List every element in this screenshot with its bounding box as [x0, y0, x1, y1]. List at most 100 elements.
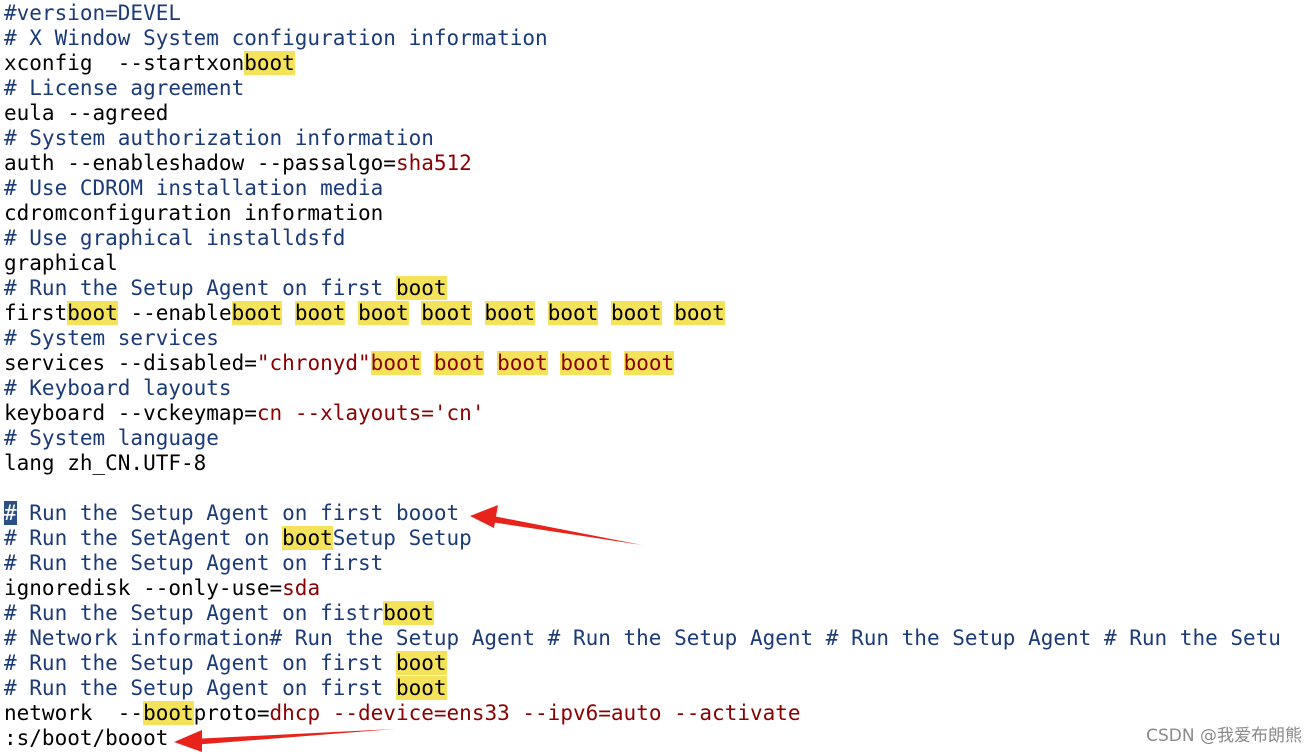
- search-highlight: boot: [421, 301, 472, 325]
- text-segment: [421, 351, 434, 375]
- search-highlight: boot: [395, 651, 447, 675]
- search-highlight: boot: [547, 301, 599, 325]
- editor-line: keyboard --vckeymap=cn --xlayouts='cn': [4, 401, 1316, 426]
- text-segment: # X Window System configuration informat…: [4, 26, 548, 50]
- text-segment: first: [4, 301, 68, 325]
- text-segment: sda: [282, 576, 321, 600]
- text-segment: cdromconfiguration information: [4, 201, 384, 225]
- text-segment: [409, 301, 422, 325]
- text-segment: sha512: [395, 151, 472, 175]
- text-segment: # Run the Setup Agent on fistr: [4, 601, 384, 625]
- search-highlight: boot: [358, 301, 409, 325]
- editor-line: # Keyboard layouts: [4, 376, 1316, 401]
- editor-line: # Run the SetAgent on bootSetup Setup: [4, 526, 1316, 551]
- text-segment: [345, 301, 358, 325]
- text-segment: --enable: [117, 301, 232, 325]
- text-segment: # Use CDROM installation media: [4, 176, 384, 200]
- editor-line: auth --enableshadow --passalgo=sha512: [4, 151, 1316, 176]
- editor-line: ignoredisk --only-use=sda: [4, 576, 1316, 601]
- editor-line: cdromconfiguration information: [4, 201, 1316, 226]
- text-segment: 'cn': [433, 401, 485, 425]
- editor-line: eula --agreed: [4, 101, 1316, 126]
- text-segment: # Run the SetAgent on: [4, 526, 283, 550]
- text-segment: --xlayouts=: [282, 401, 434, 425]
- text-segment: # Run the Setup Agent on first: [4, 651, 396, 675]
- text-segment: --ipv6=: [509, 701, 611, 725]
- editor-line: # Run the Setup Agent on first boot: [4, 276, 1316, 301]
- editor-line: # Network information# Run the Setup Age…: [4, 626, 1316, 651]
- text-segment: graphical: [4, 251, 118, 275]
- text-segment: #version=DEVEL: [4, 1, 182, 25]
- search-highlight: boot: [497, 351, 548, 375]
- search-highlight: boot: [560, 351, 611, 375]
- text-segment: keyboard --vckeymap=: [4, 401, 257, 425]
- text-segment: auto: [610, 701, 662, 725]
- search-highlight: boot: [395, 676, 447, 700]
- text-segment: services --disabled=: [4, 351, 257, 375]
- text-segment: [662, 301, 675, 325]
- search-highlight: boot: [231, 301, 283, 325]
- editor-line: graphical: [4, 251, 1316, 276]
- search-highlight: boot: [294, 301, 346, 325]
- text-segment: # Use graphical installdsfd: [4, 226, 346, 250]
- text-segment: # System services: [4, 326, 219, 350]
- text-segment: network --: [4, 701, 144, 725]
- editor-line: # Run the Setup Agent on first boot: [4, 651, 1316, 676]
- text-segment: dhcp: [269, 701, 321, 725]
- editor-line: # Use graphical installdsfd: [4, 226, 1316, 251]
- text-segment: proto=: [193, 701, 270, 725]
- text-segment: # Network information# Run the Setup Age…: [4, 626, 1281, 650]
- editor-line: # System services: [4, 326, 1316, 351]
- search-highlight: boot: [623, 351, 675, 375]
- text-segment: # Keyboard layouts: [4, 376, 232, 400]
- search-highlight: boot: [67, 301, 118, 325]
- text-segment: # Run the Setup Agent on first: [4, 276, 396, 300]
- search-highlight: boot: [244, 51, 295, 75]
- search-highlight: boot: [383, 601, 434, 625]
- watermark: CSDN @我爱布朗熊: [1146, 726, 1302, 746]
- text-segment: ignoredisk --only-use=: [4, 576, 283, 600]
- text-segment: lang zh_CN.UTF-8: [4, 451, 207, 475]
- search-highlight: boot: [370, 351, 422, 375]
- search-highlight: boot: [433, 351, 485, 375]
- text-segment: Setup Setup: [332, 526, 472, 550]
- text-segment: [598, 301, 611, 325]
- text-segment: auth --enableshadow --passalgo=: [4, 151, 396, 175]
- editor-line: # Run the Setup Agent on first boot: [4, 676, 1316, 701]
- search-highlight: boot: [611, 301, 662, 325]
- search-highlight: boot: [395, 276, 447, 300]
- editor-line: # Use CDROM installation media: [4, 176, 1316, 201]
- text-segment: [484, 351, 497, 375]
- text-segment: [472, 301, 485, 325]
- editor-line: # Run the Setup Agent on fistrboot: [4, 601, 1316, 626]
- text-segment: # System authorization information: [4, 126, 434, 150]
- editor-line: # Run the Setup Agent on first booot: [4, 501, 1316, 526]
- editor-line: network --bootproto=dhcp --device=ens33 …: [4, 701, 1316, 726]
- text-segment: [548, 351, 561, 375]
- editor-line: # Run the Setup Agent on first: [4, 551, 1316, 576]
- editor-line: # License agreement: [4, 76, 1316, 101]
- text-segment: xconfig --startxon: [4, 51, 245, 75]
- cursor: #: [4, 501, 17, 525]
- vim-editor[interactable]: #version=DEVEL# X Window System configur…: [4, 1, 1316, 751]
- text-segment: ens33: [446, 701, 510, 725]
- text-segment: # Run the Setup Agent on first: [4, 676, 396, 700]
- editor-line: # System language: [4, 426, 1316, 451]
- text-segment: [535, 301, 548, 325]
- editor-line: [4, 476, 1316, 501]
- editor-line: xconfig --startxonboot: [4, 51, 1316, 76]
- text-segment: --device=: [320, 701, 447, 725]
- editor-line: firstboot --enableboot boot boot boot bo…: [4, 301, 1316, 326]
- text-segment: [282, 301, 295, 325]
- text-segment: # Run the Setup Agent on first: [4, 551, 384, 575]
- command-line[interactable]: :s/boot/booot: [4, 726, 169, 750]
- text-segment: cn: [256, 401, 283, 425]
- text-segment: --activate: [661, 701, 801, 725]
- text-segment: # License agreement: [4, 76, 245, 100]
- text-segment: "chronyd": [256, 351, 371, 375]
- editor-line: lang zh_CN.UTF-8: [4, 451, 1316, 476]
- text-segment: eula --agreed: [4, 101, 169, 125]
- editor-line: #version=DEVEL: [4, 1, 1316, 26]
- search-highlight: boot: [674, 301, 725, 325]
- search-highlight: boot: [282, 526, 333, 550]
